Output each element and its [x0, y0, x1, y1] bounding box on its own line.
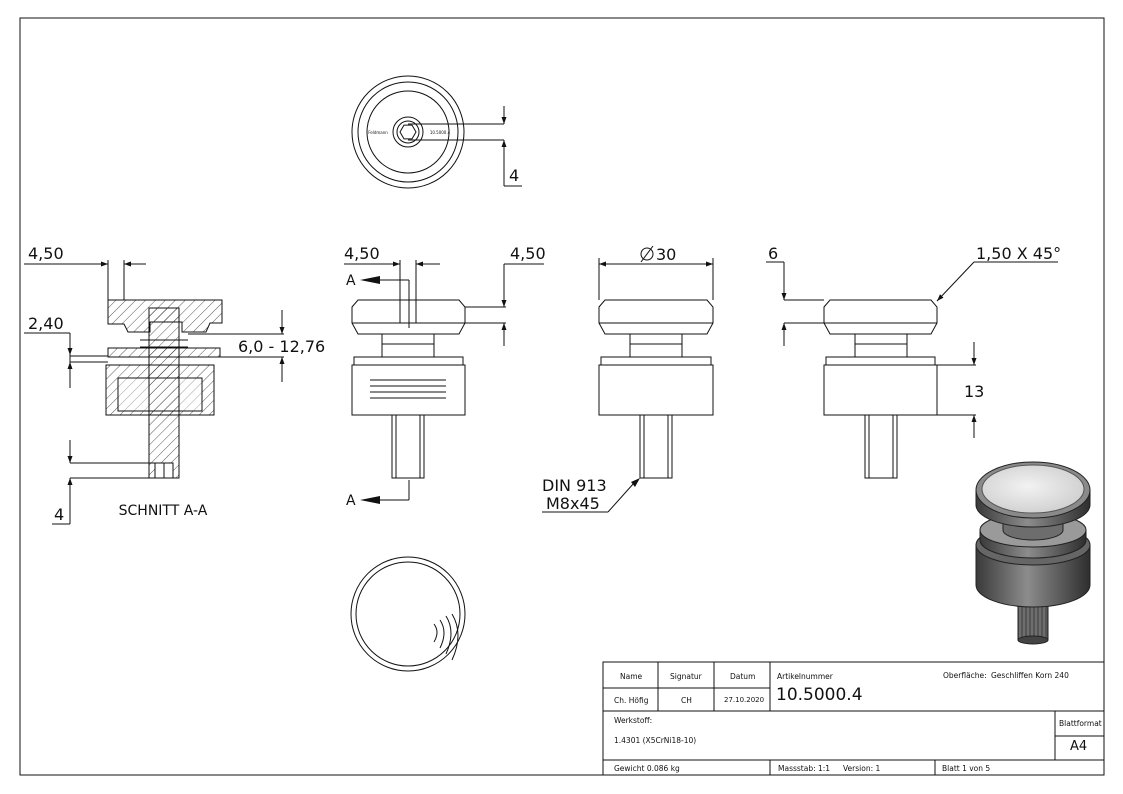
- surface-label: Oberfläche:: [943, 671, 987, 680]
- header-name: Name: [620, 672, 643, 681]
- section-view: [105, 299, 223, 479]
- dim-section-bottom-4: 4: [54, 505, 64, 524]
- header-article: Artikelnummer: [777, 672, 833, 681]
- format-value: A4: [1070, 739, 1088, 754]
- material-label: Werkstoff:: [614, 716, 653, 725]
- value-signature: CH: [681, 696, 692, 705]
- value-date: 27.10.2020: [724, 696, 765, 704]
- version: Version: 1: [843, 764, 881, 773]
- section-arrow-bottom: [360, 496, 380, 504]
- dim-top-4: 4: [509, 166, 519, 185]
- engraving-right: 10.5000.4: [430, 130, 451, 135]
- format-label: Blattformat: [1059, 719, 1102, 728]
- section-mark-top: A: [346, 273, 356, 289]
- diameter-dimension: [542, 245, 714, 513]
- dim-side-6: 6: [768, 244, 778, 263]
- screw-spec-line2: M8x45: [546, 494, 600, 513]
- surface-value: Geschliffen Korn 240: [991, 671, 1069, 680]
- dim-front-4-50-right: 4,50: [510, 244, 546, 263]
- screw-spec-line1: DIN 913: [542, 476, 607, 495]
- dim-front-4-50-left: 4,50: [344, 244, 380, 263]
- section-arrow-top: [360, 276, 380, 284]
- side-view-chamfer: [823, 299, 938, 479]
- header-signature: Signatur: [670, 672, 702, 681]
- dim-chamfer: 1,50 X 45°: [976, 244, 1061, 263]
- dim-section-4-50: 4,50: [28, 244, 64, 263]
- section-dimensions: [24, 260, 285, 525]
- dim-section-range: 6,0 - 12,76: [238, 337, 325, 356]
- dim-section-2-40: 2,40: [28, 314, 64, 333]
- dim-diameter: 30: [656, 245, 676, 264]
- section-mark-bottom: A: [346, 493, 356, 509]
- article-number: 10.5000.4: [776, 685, 863, 705]
- side-dimensions: [766, 261, 1058, 438]
- sheet-number: Blatt 1 von 5: [942, 764, 991, 773]
- title-block: [602, 661, 1105, 776]
- isometric-render: [975, 461, 1091, 645]
- dim-side-13: 13: [964, 382, 984, 401]
- bottom-view: [350, 556, 466, 672]
- top-view: [351, 75, 522, 189]
- header-date: Datum: [730, 672, 756, 681]
- value-name: Ch. Höfig: [614, 696, 649, 705]
- screw-leader-arrow: [631, 478, 640, 487]
- section-title: SCHNITT A-A: [119, 503, 208, 519]
- weight: Gewicht 0.086 kg: [614, 764, 680, 773]
- material-value: 1.4301 (X5CrNi18-10): [614, 736, 697, 745]
- side-view-diameter: [598, 299, 714, 479]
- sheet-border: [19, 17, 1105, 776]
- scale: Massstab: 1:1: [778, 764, 831, 773]
- engraving-left: Feldmann: [368, 130, 388, 135]
